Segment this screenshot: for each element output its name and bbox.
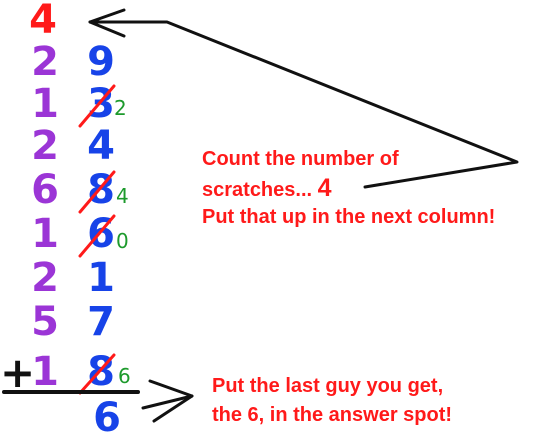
row-5-replacement-digit: 0 (116, 229, 129, 253)
row-4-replacement-digit: 4 (116, 184, 129, 208)
note-answer-line-1: Put the last guy you get, (212, 375, 444, 397)
row-2-left-digit: 1 (31, 81, 59, 127)
row-6-right-digit: 1 (87, 255, 115, 301)
row-1-right-digit: 9 (87, 39, 115, 85)
note-count-line-2-text: scratches... (202, 179, 313, 201)
row-3-right-digit: 4 (87, 123, 115, 169)
row-8-scratch-mark (78, 353, 116, 395)
row-3-left-digit: 2 (31, 123, 59, 169)
answer-arrow-shaft (141, 394, 194, 410)
carry-digit: 4 (29, 0, 57, 43)
answer-digit: 6 (93, 395, 121, 441)
note-count-value: 4 (317, 174, 332, 202)
plus-sign: + (0, 348, 36, 397)
note-count-line-2: scratches... 4 (202, 174, 332, 204)
carry-arrow-shaft (88, 20, 519, 189)
row-2-scratch-mark (78, 84, 116, 128)
row-8-replacement-digit: 6 (118, 364, 131, 388)
row-8-left-digit: 1 (31, 349, 59, 395)
note-count-line-1: Count the number of (202, 148, 399, 170)
row-6-left-digit: 2 (31, 255, 59, 301)
carry-arrowhead (88, 8, 126, 38)
row-4-scratch-mark (78, 170, 116, 214)
answer-arrowhead (148, 379, 194, 423)
row-7-left-digit: 5 (31, 299, 59, 345)
note-count-line-3: Put that up in the next column! (202, 206, 496, 228)
row-5-left-digit: 1 (31, 211, 59, 257)
row-7-right-digit: 7 (87, 299, 115, 345)
row-1-left-digit: 2 (31, 39, 59, 85)
row-4-left-digit: 6 (31, 167, 59, 213)
row-5-scratch-mark (78, 214, 116, 258)
row-2-replacement-digit: 2 (114, 96, 127, 120)
note-answer-line-2: the 6, in the answer spot! (212, 404, 453, 426)
